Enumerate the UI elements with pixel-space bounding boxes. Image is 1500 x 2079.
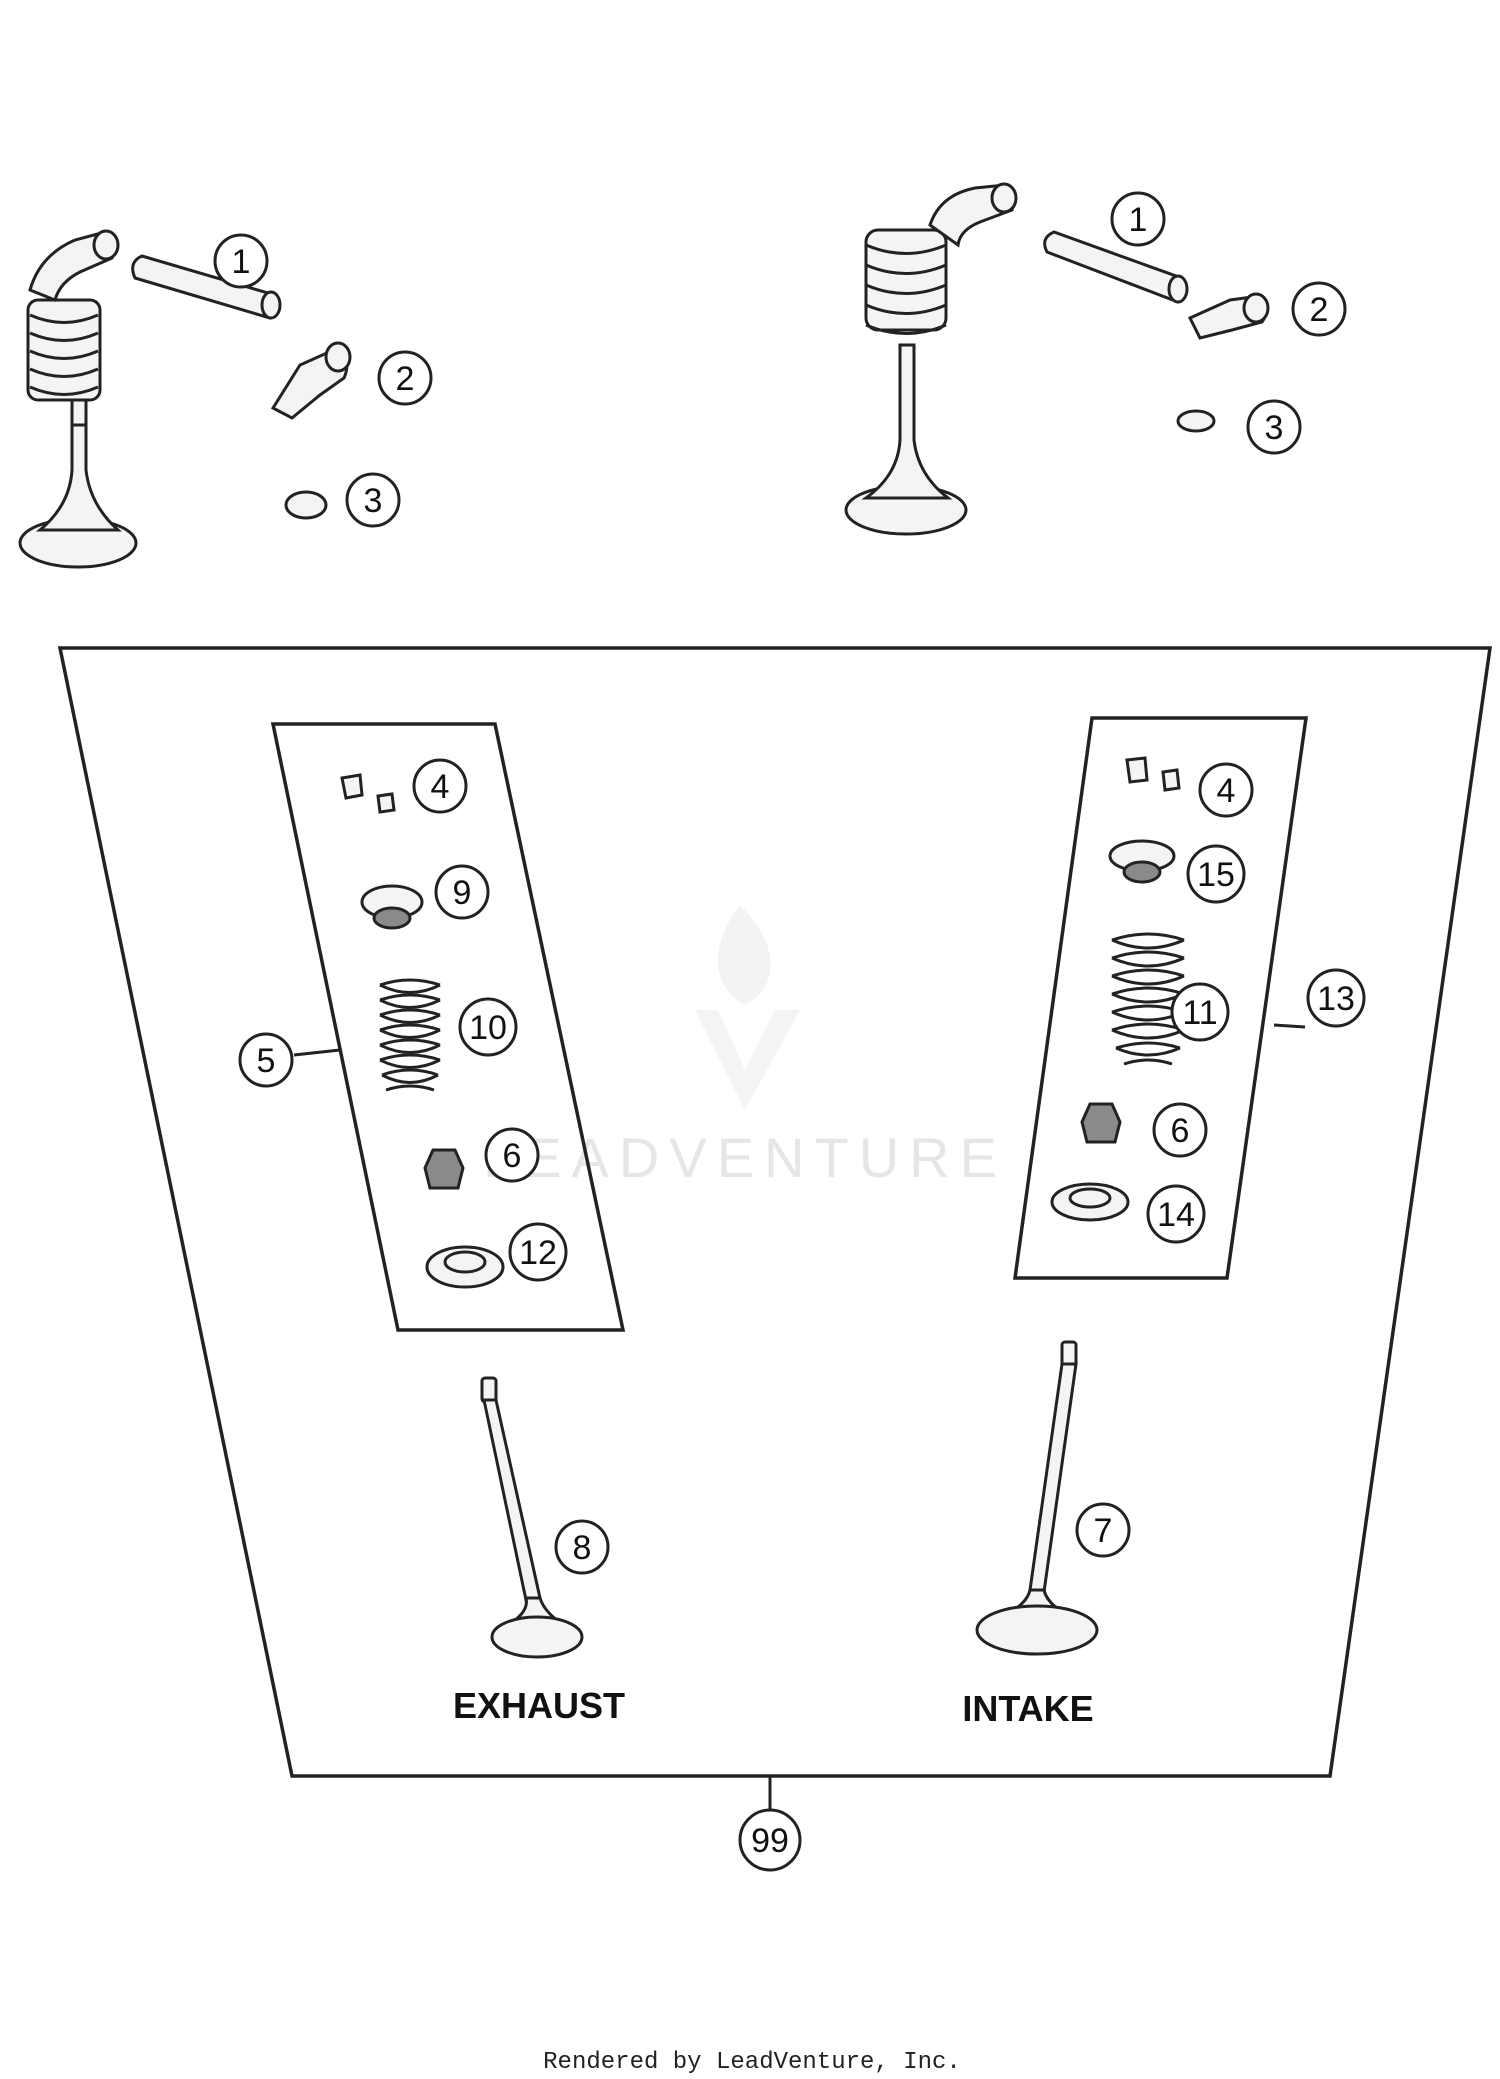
kit-5-frame bbox=[270, 722, 626, 1332]
spring-retainer-15 bbox=[1108, 839, 1176, 884]
svg-text:5: 5 bbox=[257, 1042, 276, 1080]
svg-text:4: 4 bbox=[1217, 772, 1236, 810]
svg-text:6: 6 bbox=[503, 1137, 522, 1175]
valve-keepers-4-left bbox=[340, 773, 396, 814]
svg-text:7: 7 bbox=[1094, 1512, 1113, 1550]
callout-4-right: 4 bbox=[1198, 762, 1254, 818]
watermark-text: LEADVENTURE bbox=[483, 1126, 1007, 1189]
svg-text:2: 2 bbox=[396, 360, 415, 398]
callout-3-right: 3 bbox=[1246, 399, 1302, 455]
intake-label: INTAKE bbox=[962, 1688, 1093, 1729]
svg-text:3: 3 bbox=[364, 482, 383, 520]
svg-text:14: 14 bbox=[1157, 1196, 1195, 1234]
svg-text:99: 99 bbox=[751, 1822, 789, 1860]
rocker-arm-2-right bbox=[1187, 292, 1270, 340]
watermark-logo bbox=[695, 905, 800, 1110]
rocker-shaft-1-left bbox=[131, 254, 282, 320]
callout-12: 12 bbox=[508, 1222, 568, 1282]
callout-2-left: 2 bbox=[377, 350, 433, 406]
callout-8: 8 bbox=[554, 1519, 610, 1575]
intake-valve-7 bbox=[975, 1340, 1099, 1656]
callout-10: 10 bbox=[458, 997, 518, 1057]
valve-spring-11 bbox=[1111, 932, 1185, 1066]
valve-spring-10 bbox=[379, 978, 441, 1092]
spring-retainer-9 bbox=[360, 884, 424, 930]
callout-13: 13 bbox=[1306, 968, 1366, 1028]
svg-text:12: 12 bbox=[519, 1234, 557, 1272]
svg-text:15: 15 bbox=[1197, 856, 1235, 894]
kit-13-frame bbox=[1012, 716, 1309, 1280]
kit-99-frame bbox=[57, 646, 1493, 1778]
svg-text:6: 6 bbox=[1171, 1112, 1190, 1150]
callout-15: 15 bbox=[1186, 844, 1246, 904]
callout-1-left: 1 bbox=[213, 233, 269, 289]
callout-5: 5 bbox=[238, 1032, 294, 1088]
exhaust-valve-assembly-top bbox=[18, 229, 138, 569]
callout-7: 7 bbox=[1075, 1502, 1131, 1558]
callout-11: 11 bbox=[1170, 982, 1230, 1042]
valve-stem-seal-6-right bbox=[1080, 1102, 1122, 1144]
svg-text:2: 2 bbox=[1310, 291, 1329, 329]
svg-text:10: 10 bbox=[469, 1009, 507, 1047]
callout-9: 9 bbox=[434, 864, 490, 920]
callout-6-left: 6 bbox=[484, 1127, 540, 1183]
callout-99: 99 bbox=[738, 1808, 802, 1872]
rocker-shaft-1-right bbox=[1043, 230, 1189, 304]
callout-3-left: 3 bbox=[345, 472, 401, 528]
rocker-arm-2-left bbox=[270, 341, 352, 420]
intake-valve-assembly-top bbox=[844, 182, 1018, 536]
valve-keepers-4-right bbox=[1125, 756, 1181, 792]
valve-stem-seal-6-left bbox=[423, 1148, 465, 1190]
callout-2-right: 2 bbox=[1291, 281, 1347, 337]
callout-4-left: 4 bbox=[412, 758, 468, 814]
callout-1-right: 1 bbox=[1110, 191, 1166, 247]
shim-3-right bbox=[1176, 409, 1216, 433]
svg-text:1: 1 bbox=[232, 243, 251, 281]
spring-seat-12 bbox=[425, 1245, 505, 1289]
shim-3-left bbox=[284, 490, 328, 520]
svg-text:9: 9 bbox=[453, 874, 472, 912]
spring-seat-14 bbox=[1050, 1182, 1130, 1222]
svg-text:8: 8 bbox=[573, 1529, 592, 1567]
callout-14: 14 bbox=[1146, 1184, 1206, 1244]
svg-text:3: 3 bbox=[1265, 409, 1284, 447]
exhaust-valve-8 bbox=[480, 1376, 584, 1659]
svg-text:1: 1 bbox=[1129, 201, 1148, 239]
callout-6-right: 6 bbox=[1152, 1102, 1208, 1158]
svg-text:11: 11 bbox=[1182, 994, 1217, 1032]
exhaust-label: EXHAUST bbox=[453, 1685, 625, 1726]
render-credit: Rendered by LeadVenture, Inc. bbox=[543, 2049, 961, 2076]
svg-text:13: 13 bbox=[1317, 980, 1355, 1018]
svg-text:4: 4 bbox=[431, 768, 450, 806]
